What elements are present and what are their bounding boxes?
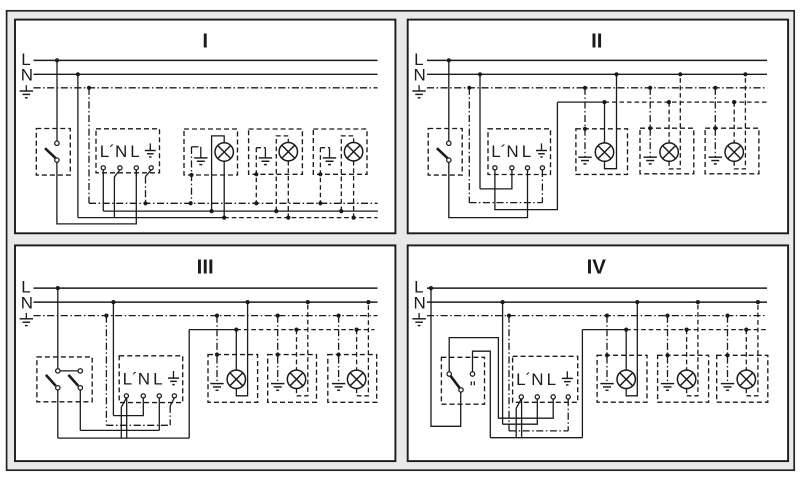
svg-text:III: III — [197, 255, 214, 278]
svg-text:N: N — [21, 66, 33, 85]
svg-text:II: II — [591, 29, 602, 52]
svg-text:L: L — [522, 142, 531, 161]
svg-text:L: L — [153, 370, 162, 389]
svg-text:L: L — [21, 50, 30, 69]
svg-text:L´: L´ — [123, 370, 138, 389]
svg-text:N: N — [414, 66, 426, 85]
svg-text:L´: L´ — [516, 370, 531, 389]
svg-text:L: L — [21, 278, 30, 297]
svg-text:N: N — [21, 293, 33, 312]
svg-text:L: L — [547, 370, 556, 389]
svg-text:N: N — [531, 370, 543, 389]
svg-text:N: N — [506, 142, 518, 161]
svg-text:N: N — [414, 293, 426, 312]
svg-text:N: N — [115, 142, 127, 161]
svg-text:IV: IV — [587, 255, 607, 278]
svg-text:L´: L´ — [491, 142, 506, 161]
svg-text:L: L — [130, 142, 139, 161]
svg-text:I: I — [202, 29, 208, 52]
svg-text:L´: L´ — [100, 142, 115, 161]
svg-text:N: N — [138, 370, 150, 389]
svg-text:L: L — [414, 278, 423, 297]
svg-text:L: L — [414, 50, 423, 69]
